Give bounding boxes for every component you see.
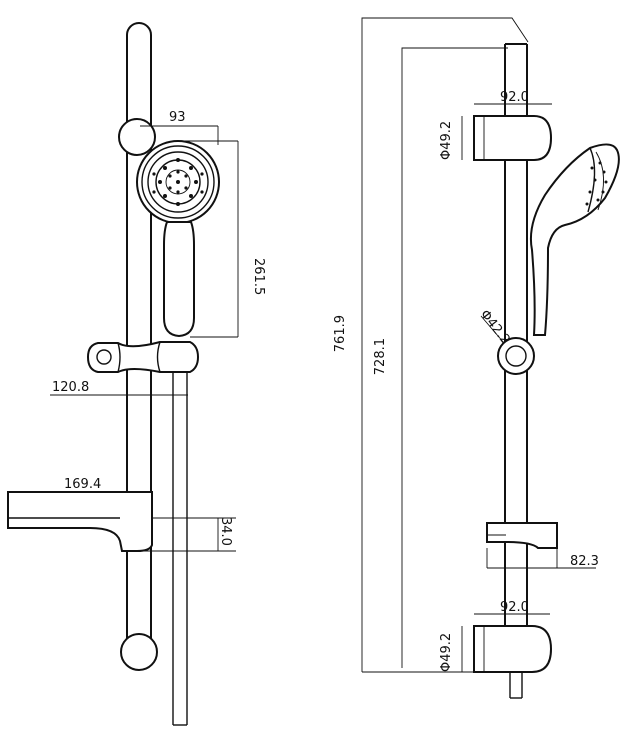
slider-bracket bbox=[86, 341, 200, 373]
dim-soap-dish-height-label: 34.0 bbox=[218, 517, 233, 546]
dim-dish-depth-label: 82.3 bbox=[570, 554, 599, 569]
dim-handset-width: 93 bbox=[140, 110, 219, 145]
side-hose-exit bbox=[509, 672, 523, 699]
dim-bottom-bracket-dia-label: Φ49.2 bbox=[439, 633, 454, 672]
shower-head bbox=[136, 140, 220, 224]
top-wall-bracket bbox=[118, 118, 156, 156]
dim-bracket-centres-label: 728.1 bbox=[373, 338, 388, 375]
dim-soap-dish-width: 169.4 bbox=[8, 477, 152, 493]
handset-handle bbox=[163, 221, 195, 338]
spray-nozzles bbox=[152, 158, 204, 206]
hose bbox=[172, 372, 188, 726]
side-soap-dish: 82.3 bbox=[486, 522, 599, 569]
dim-soap-dish-width-label: 169.4 bbox=[64, 477, 101, 492]
dim-soap-dish-height: 34.0 bbox=[137, 517, 236, 552]
side-view: 761.9 728.1 92.0 Φ49.2 bbox=[333, 17, 620, 699]
dim-bracket-offset: 120.8 bbox=[50, 380, 188, 396]
side-top-bracket: 92.0 Φ49.2 bbox=[439, 90, 553, 161]
dim-top-bracket-dia-label: Φ49.2 bbox=[439, 121, 454, 160]
bottom-wall-bracket bbox=[120, 633, 158, 671]
front-view: 93 261.5 120.8 169.4 34.0 bbox=[7, 22, 266, 726]
dim-overall-height: 761.9 bbox=[333, 17, 529, 673]
side-handset bbox=[529, 143, 620, 336]
dim-slider-dia-label: Φ42.2 bbox=[477, 307, 513, 347]
riser-rail bbox=[126, 22, 152, 641]
dim-bracket-offset-label: 120.8 bbox=[52, 380, 89, 395]
side-bottom-bracket: 92.0 Φ49.2 bbox=[439, 600, 553, 673]
dim-top-bracket-depth-label: 92.0 bbox=[500, 90, 529, 105]
dim-bracket-centres: 728.1 bbox=[373, 47, 508, 668]
dim-handset-length: 261.5 bbox=[178, 140, 266, 338]
dim-bottom-bracket-depth-label: 92.0 bbox=[500, 600, 529, 615]
dim-handset-length-label: 261.5 bbox=[251, 258, 266, 295]
soap-dish bbox=[7, 491, 153, 552]
dim-overall-height-label: 761.9 bbox=[333, 315, 348, 352]
dim-handset-width-label: 93 bbox=[169, 110, 186, 125]
side-spray-nozzles bbox=[585, 161, 608, 206]
